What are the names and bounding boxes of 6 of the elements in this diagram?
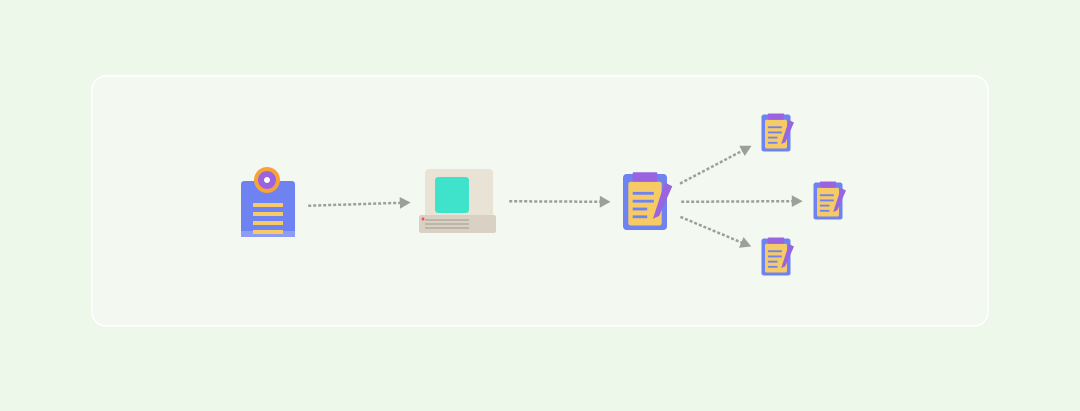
clipboard-drawing xyxy=(623,172,673,230)
computer-drawing xyxy=(419,169,496,233)
clipboard-drawing xyxy=(761,113,794,152)
certificate-drawing xyxy=(241,167,295,237)
clipboard-drawing xyxy=(761,237,794,276)
clipboard-drawing xyxy=(813,181,846,220)
